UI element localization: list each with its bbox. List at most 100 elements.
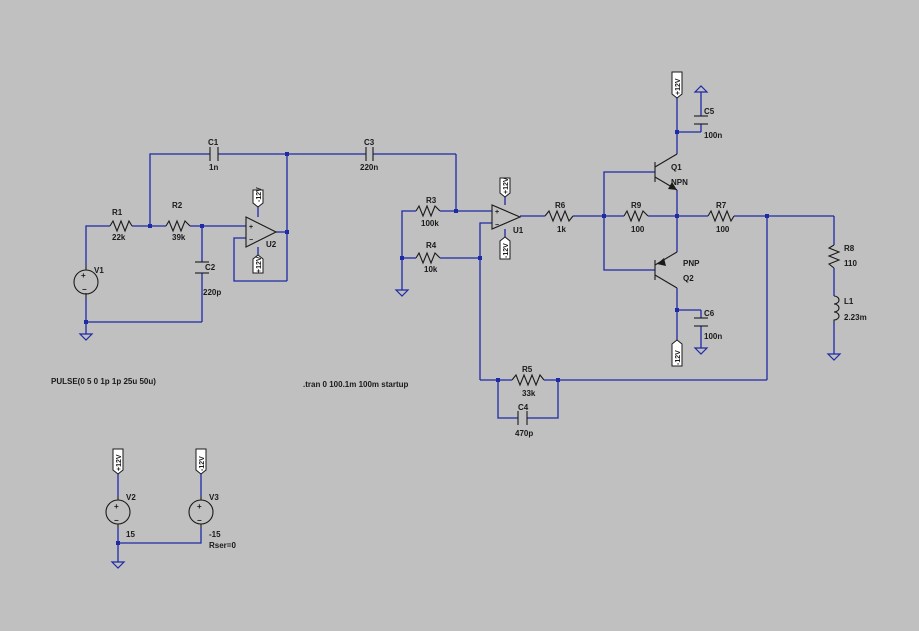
v2-ref: V2: [126, 493, 136, 502]
v3-value: -15: [209, 530, 221, 539]
ground-c5-icon: [693, 85, 709, 93]
r1-value: 22k: [112, 233, 126, 242]
q2-ref: Q2: [683, 274, 694, 283]
c1-ref: C1: [208, 138, 219, 147]
u1-opamp[interactable]: + − U1: [491, 204, 524, 235]
r8-resistor[interactable]: R8 110: [827, 244, 857, 269]
r9-resistor[interactable]: R9 100: [623, 201, 649, 234]
port-u2-neg12v[interactable]: -12V: [252, 187, 264, 208]
v3-source[interactable]: + − V3 -15 Rser=0: [188, 493, 236, 550]
junction-dots: [84, 130, 769, 545]
v2-value: 15: [126, 530, 135, 539]
c4-ref: C4: [518, 403, 529, 412]
port-v3-neg12v[interactable]: -12V: [195, 448, 207, 475]
c3-ref: C3: [364, 138, 375, 147]
c4-capacitor[interactable]: C4 470p: [515, 403, 533, 438]
u1-ref: U1: [513, 226, 524, 235]
pulse-directive[interactable]: PULSE(0 5 0 1p 1p 25u 50u): [51, 377, 156, 386]
c5-value: 100n: [704, 131, 722, 140]
r7-ref: R7: [716, 201, 727, 210]
q1-type: NPN: [671, 178, 688, 187]
port-u1-pos12v-label: +12V: [503, 177, 510, 194]
svg-text:+: +: [81, 271, 86, 280]
r8-value: 110: [844, 259, 857, 268]
v3-ref: V3: [209, 493, 219, 502]
port-u2-neg12v-label: -12V: [256, 187, 263, 202]
r5-ref: R5: [522, 365, 533, 374]
tran-directive[interactable]: .tran 0 100.1m 100m startup: [303, 380, 408, 389]
r5-value: 33k: [522, 389, 536, 398]
port-u1-pos12v[interactable]: +12V: [499, 177, 511, 198]
c1-capacitor[interactable]: C1 1n: [208, 138, 219, 172]
r2-value: 39k: [172, 233, 186, 242]
q1-ref: Q1: [671, 163, 682, 172]
port-v2-pos12v-label: +12V: [116, 454, 123, 471]
r6-value: 1k: [557, 225, 566, 234]
port-u1-neg12v-label: -12V: [503, 243, 510, 258]
q2-type: PNP: [683, 259, 700, 268]
r1-resistor[interactable]: R1 22k: [109, 208, 133, 242]
u2-opamp[interactable]: + − U2: [245, 216, 278, 249]
c2-capacitor[interactable]: C2 220p: [195, 261, 221, 297]
c4-value: 470p: [515, 429, 533, 438]
r1-ref: R1: [112, 208, 123, 217]
r3-resistor[interactable]: R3 100k: [415, 196, 441, 228]
r5-resistor[interactable]: R5 33k: [511, 365, 545, 398]
r2-ref: R2: [172, 201, 183, 210]
ground-l1-icon: [826, 353, 842, 361]
svg-text:+: +: [114, 502, 119, 511]
port-u2-pos12v[interactable]: +12V: [252, 254, 264, 274]
ground-v1-icon: [78, 333, 94, 341]
port-q1-pos12v[interactable]: +12V: [671, 71, 683, 99]
l1-inductor[interactable]: L1 2.23m: [833, 295, 867, 322]
port-u1-neg12v[interactable]: -12V: [499, 236, 511, 260]
r4-resistor[interactable]: R4 10k: [415, 241, 441, 274]
r8-ref: R8: [844, 244, 855, 253]
v3-rser: Rser=0: [209, 541, 236, 550]
port-q2-neg12v[interactable]: -12V: [671, 339, 683, 367]
l1-value: 2.23m: [844, 313, 867, 322]
r7-value: 100: [716, 225, 730, 234]
c2-ref: C2: [205, 263, 216, 272]
v1-source[interactable]: + − V1: [73, 265, 104, 298]
ground-c6-icon: [693, 347, 709, 355]
r4-ref: R4: [426, 241, 437, 250]
r6-resistor[interactable]: R6 1k: [544, 201, 574, 234]
r3-value: 100k: [421, 219, 439, 228]
c2-value: 220p: [203, 288, 221, 297]
u2-ref: U2: [266, 240, 277, 249]
v1-ref: V1: [94, 266, 104, 275]
c3-capacitor[interactable]: C3 220n: [360, 138, 378, 172]
v2-source[interactable]: + − V2 15: [105, 493, 136, 539]
c1-value: 1n: [209, 163, 218, 172]
port-q2-neg12v-label: -12V: [675, 350, 682, 365]
svg-text:+: +: [249, 224, 253, 231]
svg-text:+: +: [197, 502, 202, 511]
r4-value: 10k: [424, 265, 438, 274]
svg-text:+: +: [495, 209, 499, 216]
q2-pnp-transistor[interactable]: PNP Q2: [654, 251, 700, 289]
r3-ref: R3: [426, 196, 437, 205]
svg-text:−: −: [114, 516, 119, 525]
port-v3-neg12v-label: -12V: [199, 456, 206, 471]
r2-resistor[interactable]: R2 39k: [165, 201, 191, 242]
svg-text:−: −: [495, 222, 499, 229]
port-v2-pos12v[interactable]: +12V: [112, 448, 124, 475]
c3-value: 220n: [360, 163, 378, 172]
q1-npn-transistor[interactable]: Q1 NPN: [654, 153, 688, 191]
c5-capacitor[interactable]: C5 100n: [694, 107, 722, 140]
r6-ref: R6: [555, 201, 566, 210]
c6-value: 100n: [704, 332, 722, 341]
r9-value: 100: [631, 225, 645, 234]
c6-capacitor[interactable]: C6 100n: [694, 309, 722, 341]
r7-resistor[interactable]: R7 100: [707, 201, 735, 234]
ground-supplies-icon: [110, 561, 126, 569]
port-u2-pos12v-label: +12V: [256, 256, 263, 273]
wires: [85, 92, 835, 562]
svg-text:−: −: [249, 237, 253, 244]
svg-text:−: −: [197, 516, 202, 525]
r9-ref: R9: [631, 201, 642, 210]
c5-ref: C5: [704, 107, 715, 116]
ground-r3-icon: [394, 289, 410, 297]
